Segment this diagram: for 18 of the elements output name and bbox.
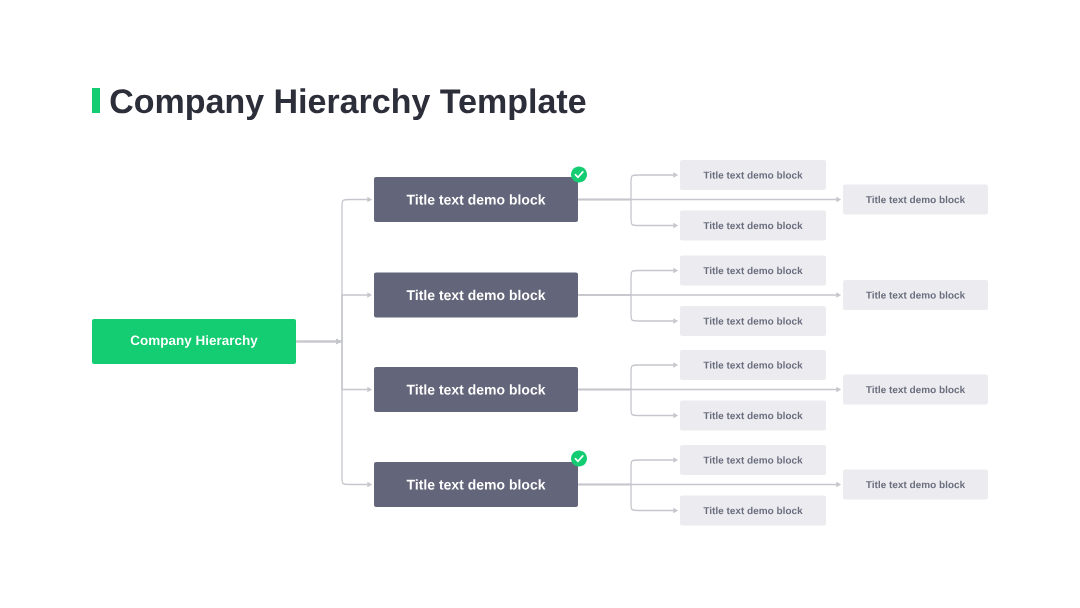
sub-box: Title text demo block (680, 306, 826, 336)
sub-box: Title text demo block (843, 374, 988, 405)
sub-box: Title text demo block (680, 255, 826, 286)
sub-box: Title text demo block (680, 160, 826, 190)
sub-box: Title text demo block (680, 445, 826, 475)
process-box: Title text demo block (374, 272, 578, 318)
sub-box: Title text demo block (680, 400, 826, 431)
title: Company Hierarchy Template (110, 88, 586, 121)
process-box: Title text demo block (374, 462, 578, 507)
root-box: Company Hierarchy (92, 319, 296, 364)
process-box: Title text demo block (374, 177, 578, 222)
sub-box: Title text demo block (843, 469, 988, 500)
sub-box: Title text demo block (843, 280, 988, 310)
sub-box: Title text demo block (843, 184, 988, 215)
sub-box: Title text demo block (680, 495, 826, 526)
sub-box: Title text demo block (680, 210, 826, 241)
sub-box: Title text demo block (680, 350, 826, 380)
process-box: Title text demo block (374, 367, 578, 412)
